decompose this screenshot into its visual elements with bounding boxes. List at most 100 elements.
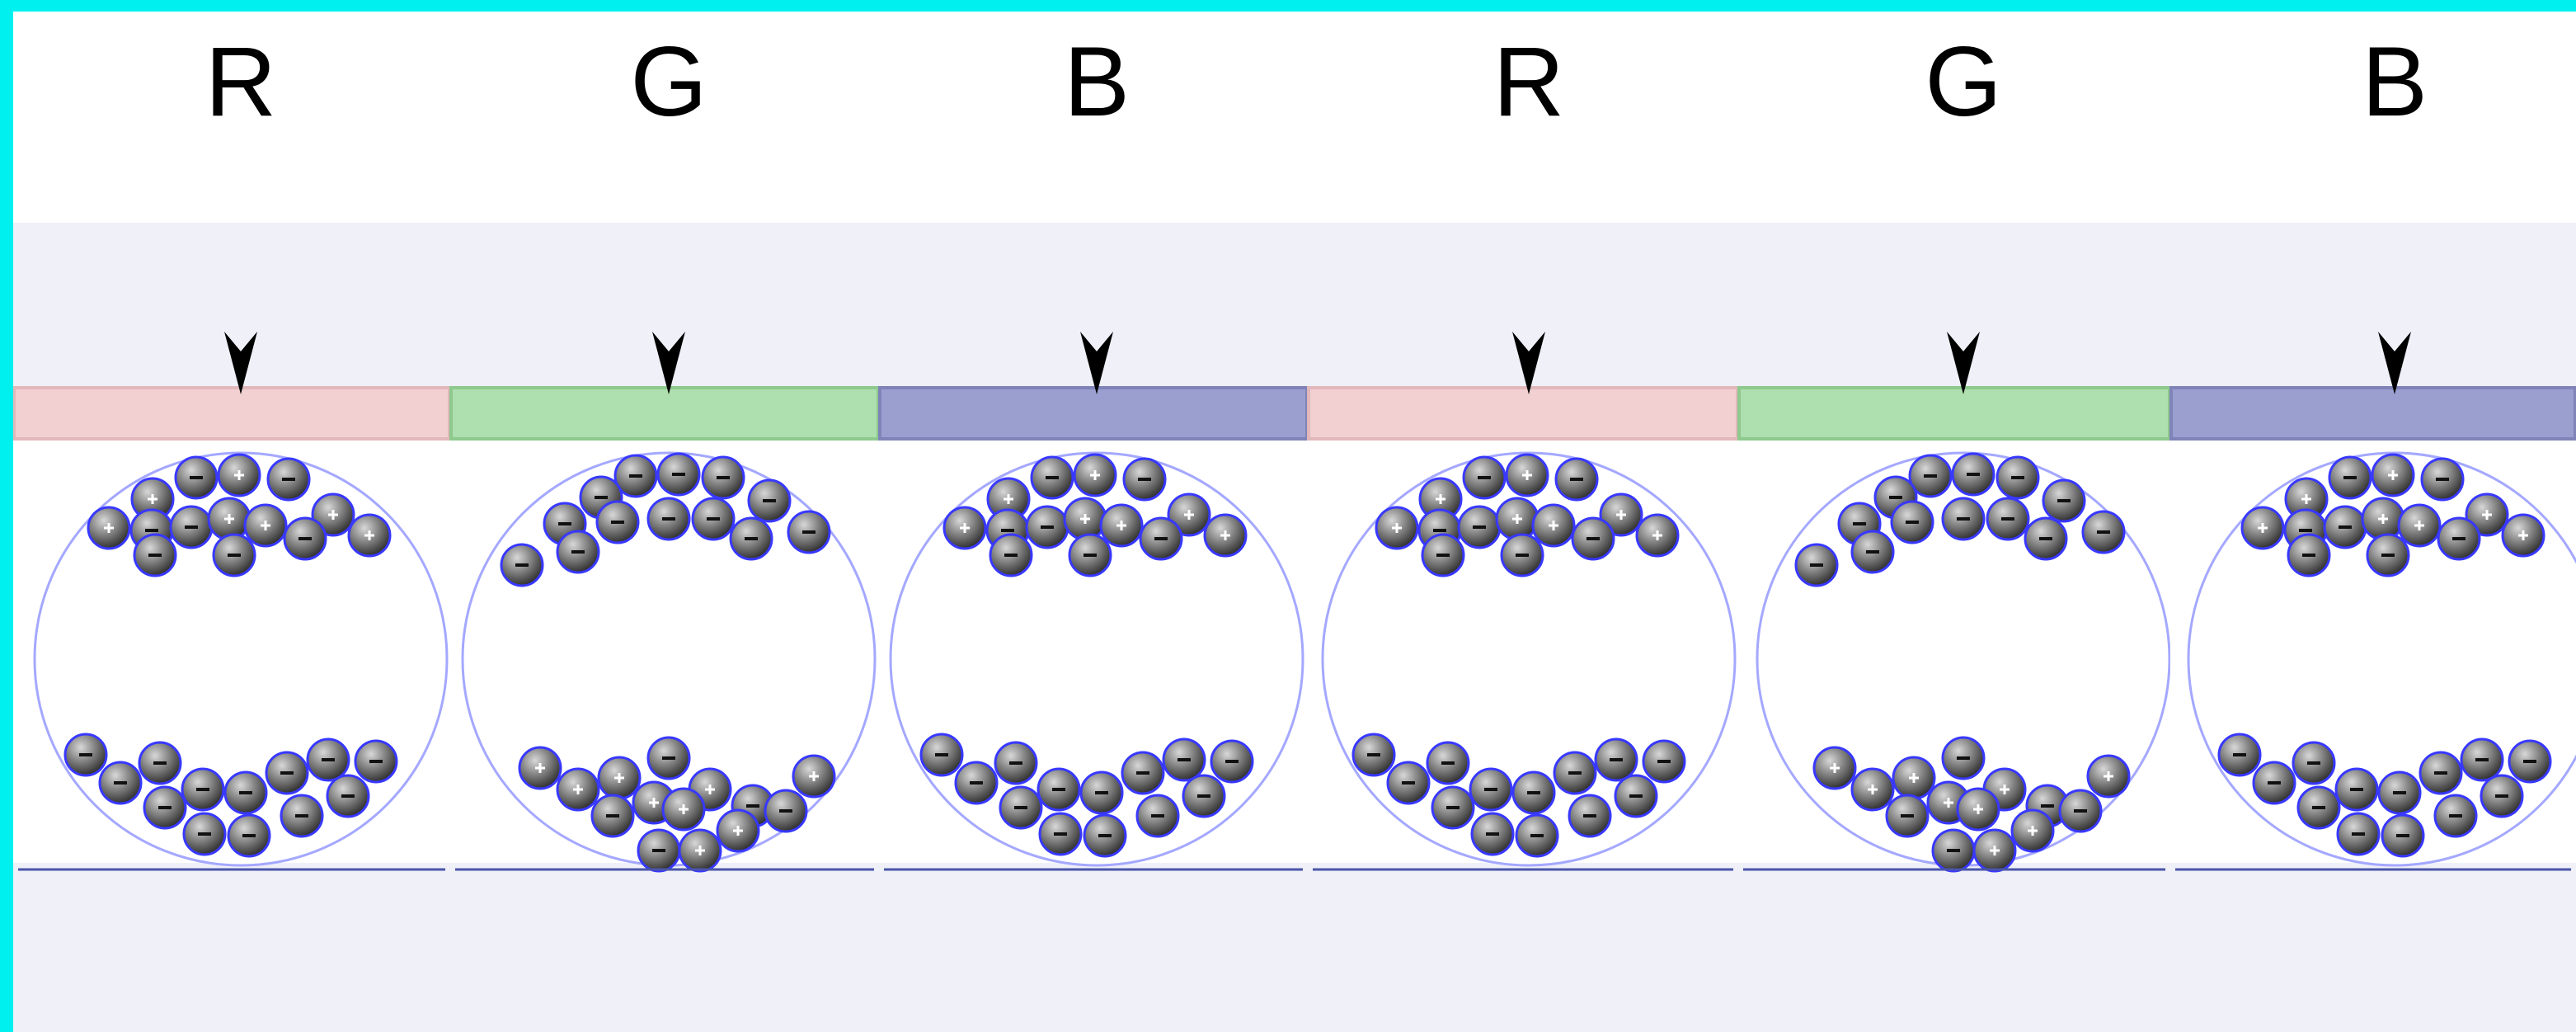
- negative-charge-particle: [919, 733, 964, 777]
- negative-charge-particle: [1469, 767, 1513, 812]
- negative-charge-particle: [1931, 828, 1976, 873]
- subpixel-diagram: [13, 332, 2576, 873]
- negative-charge-particle: [169, 505, 214, 549]
- plus-sign-icon: [614, 773, 624, 783]
- positive-charge-particle: [1063, 497, 1107, 541]
- plus-sign-icon: [695, 846, 705, 855]
- negative-charge-particle: [1470, 812, 1515, 856]
- negative-charge-particle: [1553, 751, 1597, 795]
- positive-charge-particle: [942, 506, 987, 550]
- down-arrow-icon: [2378, 332, 2411, 394]
- plus-sign-icon: [535, 763, 545, 773]
- plus-sign-icon: [364, 530, 374, 540]
- negative-charge-particle: [2433, 794, 2478, 838]
- negative-charge-particle: [613, 454, 658, 498]
- positive-charge-particle: [792, 754, 836, 799]
- negative-charge-particle: [1986, 497, 2030, 541]
- negative-charge-particle: [1511, 770, 1556, 815]
- color-filter: [878, 386, 1309, 441]
- plus-sign-icon: [1184, 510, 1194, 520]
- negative-charge-particle: [1139, 516, 1183, 561]
- negative-charge-particle: [283, 516, 327, 561]
- positive-charge-particle: [716, 808, 760, 853]
- plus-sign-icon: [1392, 523, 1402, 533]
- negative-charge-particle: [2217, 733, 2262, 777]
- negative-charge-particle: [1351, 733, 1396, 777]
- color-filter: [13, 386, 451, 441]
- plus-sign-icon: [2378, 514, 2388, 524]
- plus-sign-icon: [2518, 530, 2528, 540]
- plus-sign-icon: [104, 523, 114, 533]
- negative-charge-particle: [2366, 533, 2410, 577]
- positive-charge-particle: [1099, 503, 1144, 548]
- negative-charge-particle: [2508, 739, 2552, 784]
- negative-charge-particle: [1038, 812, 1083, 856]
- plus-sign-icon: [2388, 470, 2398, 480]
- negative-charge-particle: [1421, 533, 1465, 577]
- plus-sign-icon: [2301, 494, 2311, 504]
- negative-charge-particle: [1554, 457, 1599, 502]
- negative-charge-particle: [2296, 785, 2341, 830]
- plus-sign-icon: [1973, 804, 1983, 814]
- negative-charge-particle: [2081, 510, 2126, 554]
- negative-charge-particle: [1885, 794, 1930, 838]
- negative-charge-particle: [98, 761, 143, 805]
- negative-charge-particle: [265, 751, 309, 795]
- color-filter: [449, 386, 880, 441]
- negative-charge-particle: [2334, 767, 2379, 812]
- plus-sign-icon: [224, 514, 234, 524]
- plus-sign-icon: [1220, 530, 1230, 540]
- negative-charge-particle: [1568, 794, 1612, 838]
- negative-charge-particle: [2042, 478, 2086, 523]
- negative-charge-particle: [1122, 457, 1167, 502]
- negative-charge-particle: [1037, 767, 1081, 812]
- down-arrow-icon: [1512, 332, 1545, 394]
- negative-charge-particle: [1431, 785, 1475, 830]
- plus-sign-icon: [960, 523, 970, 533]
- plus-sign-icon: [2414, 521, 2424, 530]
- subpixel-label-3: B: [1063, 26, 1131, 137]
- positive-charge-particle: [2397, 503, 2442, 548]
- positive-charge-particle: [207, 497, 251, 541]
- positive-charge-particle: [2465, 492, 2509, 537]
- negative-charge-particle: [1850, 530, 1895, 574]
- negative-charge-particle: [133, 533, 177, 577]
- negative-charge-particle: [143, 785, 187, 830]
- negative-charge-particle: [637, 828, 681, 873]
- negative-charge-particle: [2419, 751, 2463, 795]
- plus-sign-icon: [1909, 773, 1919, 783]
- plus-sign-icon: [1522, 470, 1532, 480]
- plus-sign-icon: [2258, 523, 2268, 533]
- negative-charge-particle: [787, 510, 831, 554]
- down-arrow-icon: [652, 332, 685, 394]
- subpixel-4: [1307, 332, 1739, 871]
- negative-charge-particle: [1083, 813, 1127, 858]
- positive-charge-particle: [243, 503, 288, 548]
- negative-charge-particle: [212, 533, 256, 577]
- negative-charge-particle: [1571, 516, 1615, 561]
- plus-sign-icon: [1116, 521, 1126, 530]
- plus-sign-icon: [148, 494, 157, 504]
- negative-charge-particle: [2323, 505, 2367, 549]
- negative-charge-particle: [1079, 770, 1124, 815]
- positive-charge-particle: [1956, 787, 2000, 832]
- negative-charge-particle: [2381, 813, 2425, 858]
- negative-charge-particle: [1182, 774, 1226, 818]
- negative-charge-particle: [2058, 789, 2103, 833]
- subpixel-label-5: G: [1925, 26, 2002, 137]
- plus-sign-icon: [2028, 826, 2038, 836]
- plus-sign-icon: [328, 510, 338, 520]
- negative-charge-particle: [1951, 452, 1995, 497]
- positive-charge-particle: [1073, 453, 1117, 497]
- positive-charge-particle: [2010, 808, 2055, 853]
- negative-charge-particle: [729, 516, 773, 561]
- plus-sign-icon: [1004, 494, 1013, 504]
- positive-charge-particle: [217, 453, 261, 497]
- plus-sign-icon: [1549, 521, 1558, 530]
- negative-charge-particle: [306, 737, 350, 782]
- negative-charge-particle: [2336, 812, 2381, 856]
- negative-charge-particle: [646, 736, 691, 780]
- negative-charge-particle: [1941, 736, 1986, 780]
- positive-charge-particle: [518, 746, 562, 790]
- plus-sign-icon: [2000, 785, 2010, 794]
